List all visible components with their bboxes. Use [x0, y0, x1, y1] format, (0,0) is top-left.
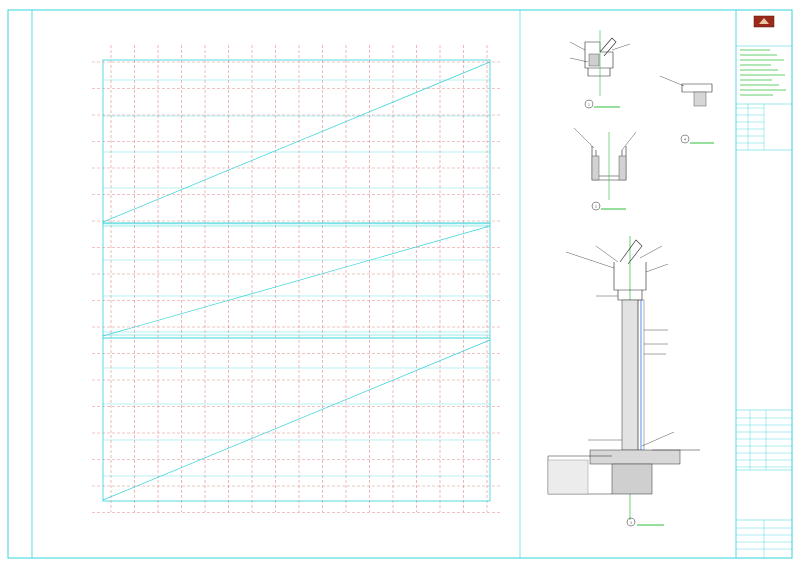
detail-4-hatch: [693, 91, 707, 107]
detail-2-leader-1: [573, 127, 595, 149]
detail-4-section: [681, 83, 713, 93]
detail-3-leader-1: [565, 251, 615, 269]
detail-4: 4: [659, 75, 714, 144]
plan-panel-2: [102, 222, 491, 339]
title-block: [735, 9, 793, 559]
detail-1-leader-2: [569, 57, 589, 63]
detail-1-leader-3: [611, 43, 631, 51]
detail-1-number: 1: [588, 103, 590, 107]
detail-3-leader-4: [645, 263, 669, 273]
detail-3-roof-slope: [619, 239, 643, 265]
title-block-frame: [735, 9, 793, 559]
detail-2: 2: [573, 127, 637, 211]
detail-2-hatch-right: [618, 155, 627, 181]
detail-2-number: 2: [595, 205, 597, 209]
detail-1: 1: [569, 30, 631, 109]
panel-diagonal-2: [102, 225, 491, 337]
detail-3-leader-9: [641, 431, 675, 447]
detail-3-number: 3: [630, 521, 632, 525]
title-block-signature-grid: [736, 410, 792, 470]
detail-3-number-bubble: [626, 517, 636, 527]
detail-1-gutter: [599, 37, 617, 57]
title-block-revision-table: [736, 104, 765, 150]
panel-diagonal-3: [102, 339, 491, 501]
detail-2-hatch-left: [591, 155, 600, 181]
sheet-border: [7, 9, 793, 559]
detail-3-foundation: [611, 463, 653, 495]
detail-4-number: 4: [684, 138, 686, 142]
title-block-info-rows: [736, 520, 792, 558]
detail-2-leader-2: [621, 131, 637, 151]
plan-panel-3: [102, 337, 491, 502]
detail-1-leader-1: [569, 41, 586, 51]
detail-3-soil: [547, 459, 589, 495]
detail-3-footing: [589, 449, 681, 465]
plan-panel-outlines: [102, 59, 491, 502]
plan-panel-1: [102, 59, 491, 224]
detail-2-number-bubble: [591, 201, 601, 211]
detail-4-number-bubble: [680, 134, 690, 144]
detail-1-hatch: [588, 53, 600, 67]
title-block-notes: [740, 49, 786, 96]
detail-3-leader-3: [639, 245, 663, 259]
detail-3: 3: [547, 236, 700, 527]
detail-3-wall: [621, 299, 639, 451]
detail-1-number-bubble: [584, 99, 594, 109]
panel-diagonal-1: [102, 61, 491, 223]
detail-3-leader-2: [595, 245, 619, 263]
detail-4-leader: [659, 75, 685, 87]
company-logo-mark: [759, 18, 769, 24]
ceiling-grid-plan: [92, 45, 500, 513]
